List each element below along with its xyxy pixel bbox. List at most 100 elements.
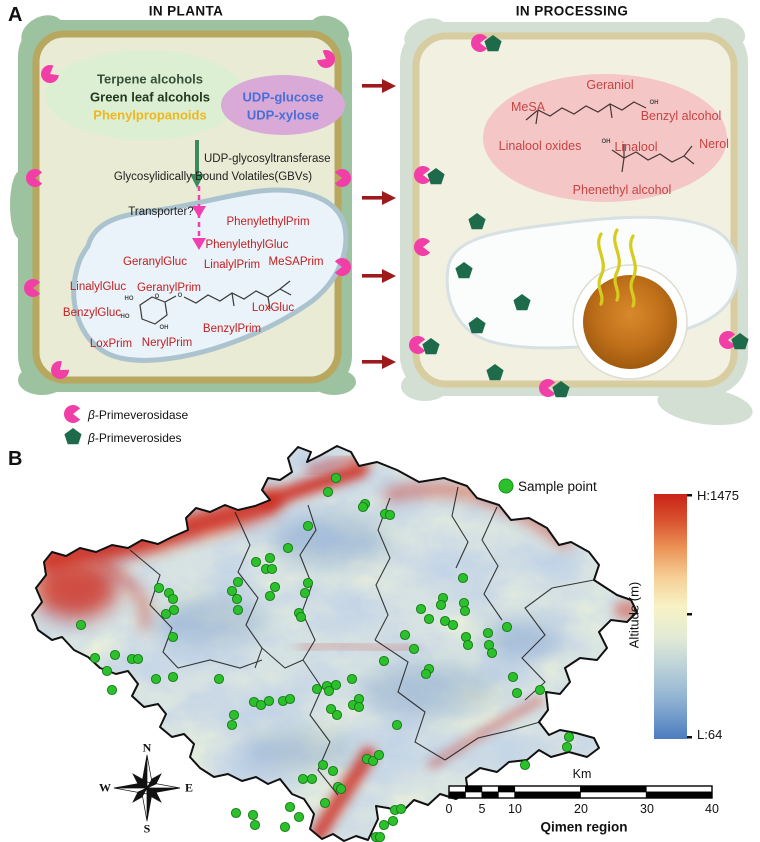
sample-point <box>167 671 179 683</box>
sample-point <box>89 652 101 664</box>
sample-point <box>263 695 275 707</box>
volatile-label: Nerol <box>699 137 729 151</box>
sample-point <box>335 783 347 795</box>
sample-point <box>282 542 294 554</box>
sample-point <box>534 684 546 696</box>
glycoside-label: LinalylPrim <box>203 259 261 271</box>
sample-point <box>462 639 474 651</box>
sample-point <box>106 684 118 696</box>
sample-point <box>519 759 531 771</box>
primeveroside-icon <box>484 35 502 52</box>
sample-point <box>486 647 498 659</box>
sample-point <box>302 520 314 532</box>
scale-bar-segment <box>497 785 516 793</box>
geraniol-structure <box>525 101 647 125</box>
sample-point <box>447 619 459 631</box>
structure-atom-label: O <box>177 293 183 299</box>
primeverosidase-icon <box>40 65 59 84</box>
qimen-map <box>31 445 638 842</box>
sample-point-legend-icon <box>498 478 514 494</box>
glycoside-structure <box>139 280 292 325</box>
in-planta-title: IN PLANTA <box>148 3 224 19</box>
primeverosidase-icon <box>408 336 426 355</box>
glycoside-label: BenzylPrim <box>202 323 262 335</box>
sample-point <box>378 819 390 831</box>
glycoside-label: GeranylPrim <box>137 282 201 294</box>
legend-primeverosides: β-Primeverosides <box>88 431 182 445</box>
sample-point <box>109 649 121 661</box>
scalebar-tick-5: 5 <box>478 802 486 816</box>
transporter-label: Transporter? <box>128 206 194 218</box>
sample-point <box>507 671 519 683</box>
primeverosidase-icon <box>63 405 81 423</box>
substrate-phenylpropanoid: Phenylpropanoids <box>93 107 207 123</box>
panel-b-label: B <box>8 448 23 470</box>
steam-icon <box>597 228 637 308</box>
sample-point <box>353 701 365 713</box>
compass-n: N <box>142 740 152 755</box>
sample-point <box>269 581 281 593</box>
sample-point <box>408 643 420 655</box>
volatile-label: Linalool oxides <box>498 139 582 153</box>
sample-point <box>279 821 291 833</box>
sample-point <box>420 668 432 680</box>
sample-point <box>75 619 87 631</box>
sample-point <box>250 556 262 568</box>
scale-bar-segment <box>448 785 466 793</box>
colorbar-title: Altitude (m) <box>626 581 642 649</box>
substrate-oval <box>45 50 245 140</box>
sample-point <box>160 608 172 620</box>
primeverosidase-icon <box>317 50 336 69</box>
sample-point <box>373 749 385 761</box>
primeverosidase-icons <box>23 33 736 423</box>
substrate-glv: Green leaf alcohols <box>90 89 210 105</box>
scalebar-unit: Km <box>572 767 592 781</box>
sample-point <box>299 587 311 599</box>
primeveroside-icon <box>427 168 445 185</box>
scale-bar-segment <box>645 791 713 799</box>
sample-point <box>255 699 267 711</box>
sample-point <box>346 673 358 685</box>
structure-atom-label: O <box>154 294 160 300</box>
scale-bar-segment <box>465 785 483 793</box>
sample-point <box>384 509 396 521</box>
volatile-label: Linalool <box>614 140 658 154</box>
scalebar-tick-30: 30 <box>640 802 654 816</box>
volatile-label: Geraniol <box>586 78 634 92</box>
compass-s: S <box>143 821 151 836</box>
glycoside-label: BenzylGluc <box>62 307 122 319</box>
primeverosidase-icon <box>413 166 431 184</box>
scalebar-tick-40: 40 <box>705 802 719 816</box>
sample-point <box>319 797 331 809</box>
region-outline <box>31 445 638 842</box>
scale-bar-frame <box>448 785 713 799</box>
scale-bar-segment <box>580 785 647 793</box>
volatiles-oval <box>483 74 727 202</box>
structure-atom-label: OH <box>159 325 169 331</box>
sample-point <box>391 719 403 731</box>
sample-point <box>435 599 447 611</box>
colorbar-high-label: H:1475 <box>697 488 739 503</box>
sample-point <box>228 709 240 721</box>
glycoside-label: NerylPrim <box>141 337 193 349</box>
structure-atom-label: HO <box>124 296 134 302</box>
sample-point <box>266 563 278 575</box>
sample-point <box>327 765 339 777</box>
primeverosidase-icon <box>25 169 43 188</box>
substrate-terpene: Terpene alcohols <box>97 71 203 87</box>
scale-bar-segment <box>465 791 483 799</box>
map-caption: Qimen region <box>540 819 628 835</box>
planta-cell <box>10 15 356 395</box>
sample-point <box>232 576 244 588</box>
sample-point <box>249 819 261 831</box>
scalebar-tick-10: 10 <box>508 802 522 816</box>
volatile-label: MeSA <box>510 100 546 114</box>
glycoside-label: PhenylethylGluc <box>205 239 289 251</box>
sample-point <box>482 627 494 639</box>
udp-glucose-label: UDP-glucose <box>242 89 324 105</box>
primeverosidase-icon <box>23 279 41 297</box>
structure-atom-label: OH <box>601 139 611 145</box>
panel-a-label: A <box>8 4 23 26</box>
sample-point <box>132 653 144 665</box>
sample-point <box>387 815 399 827</box>
